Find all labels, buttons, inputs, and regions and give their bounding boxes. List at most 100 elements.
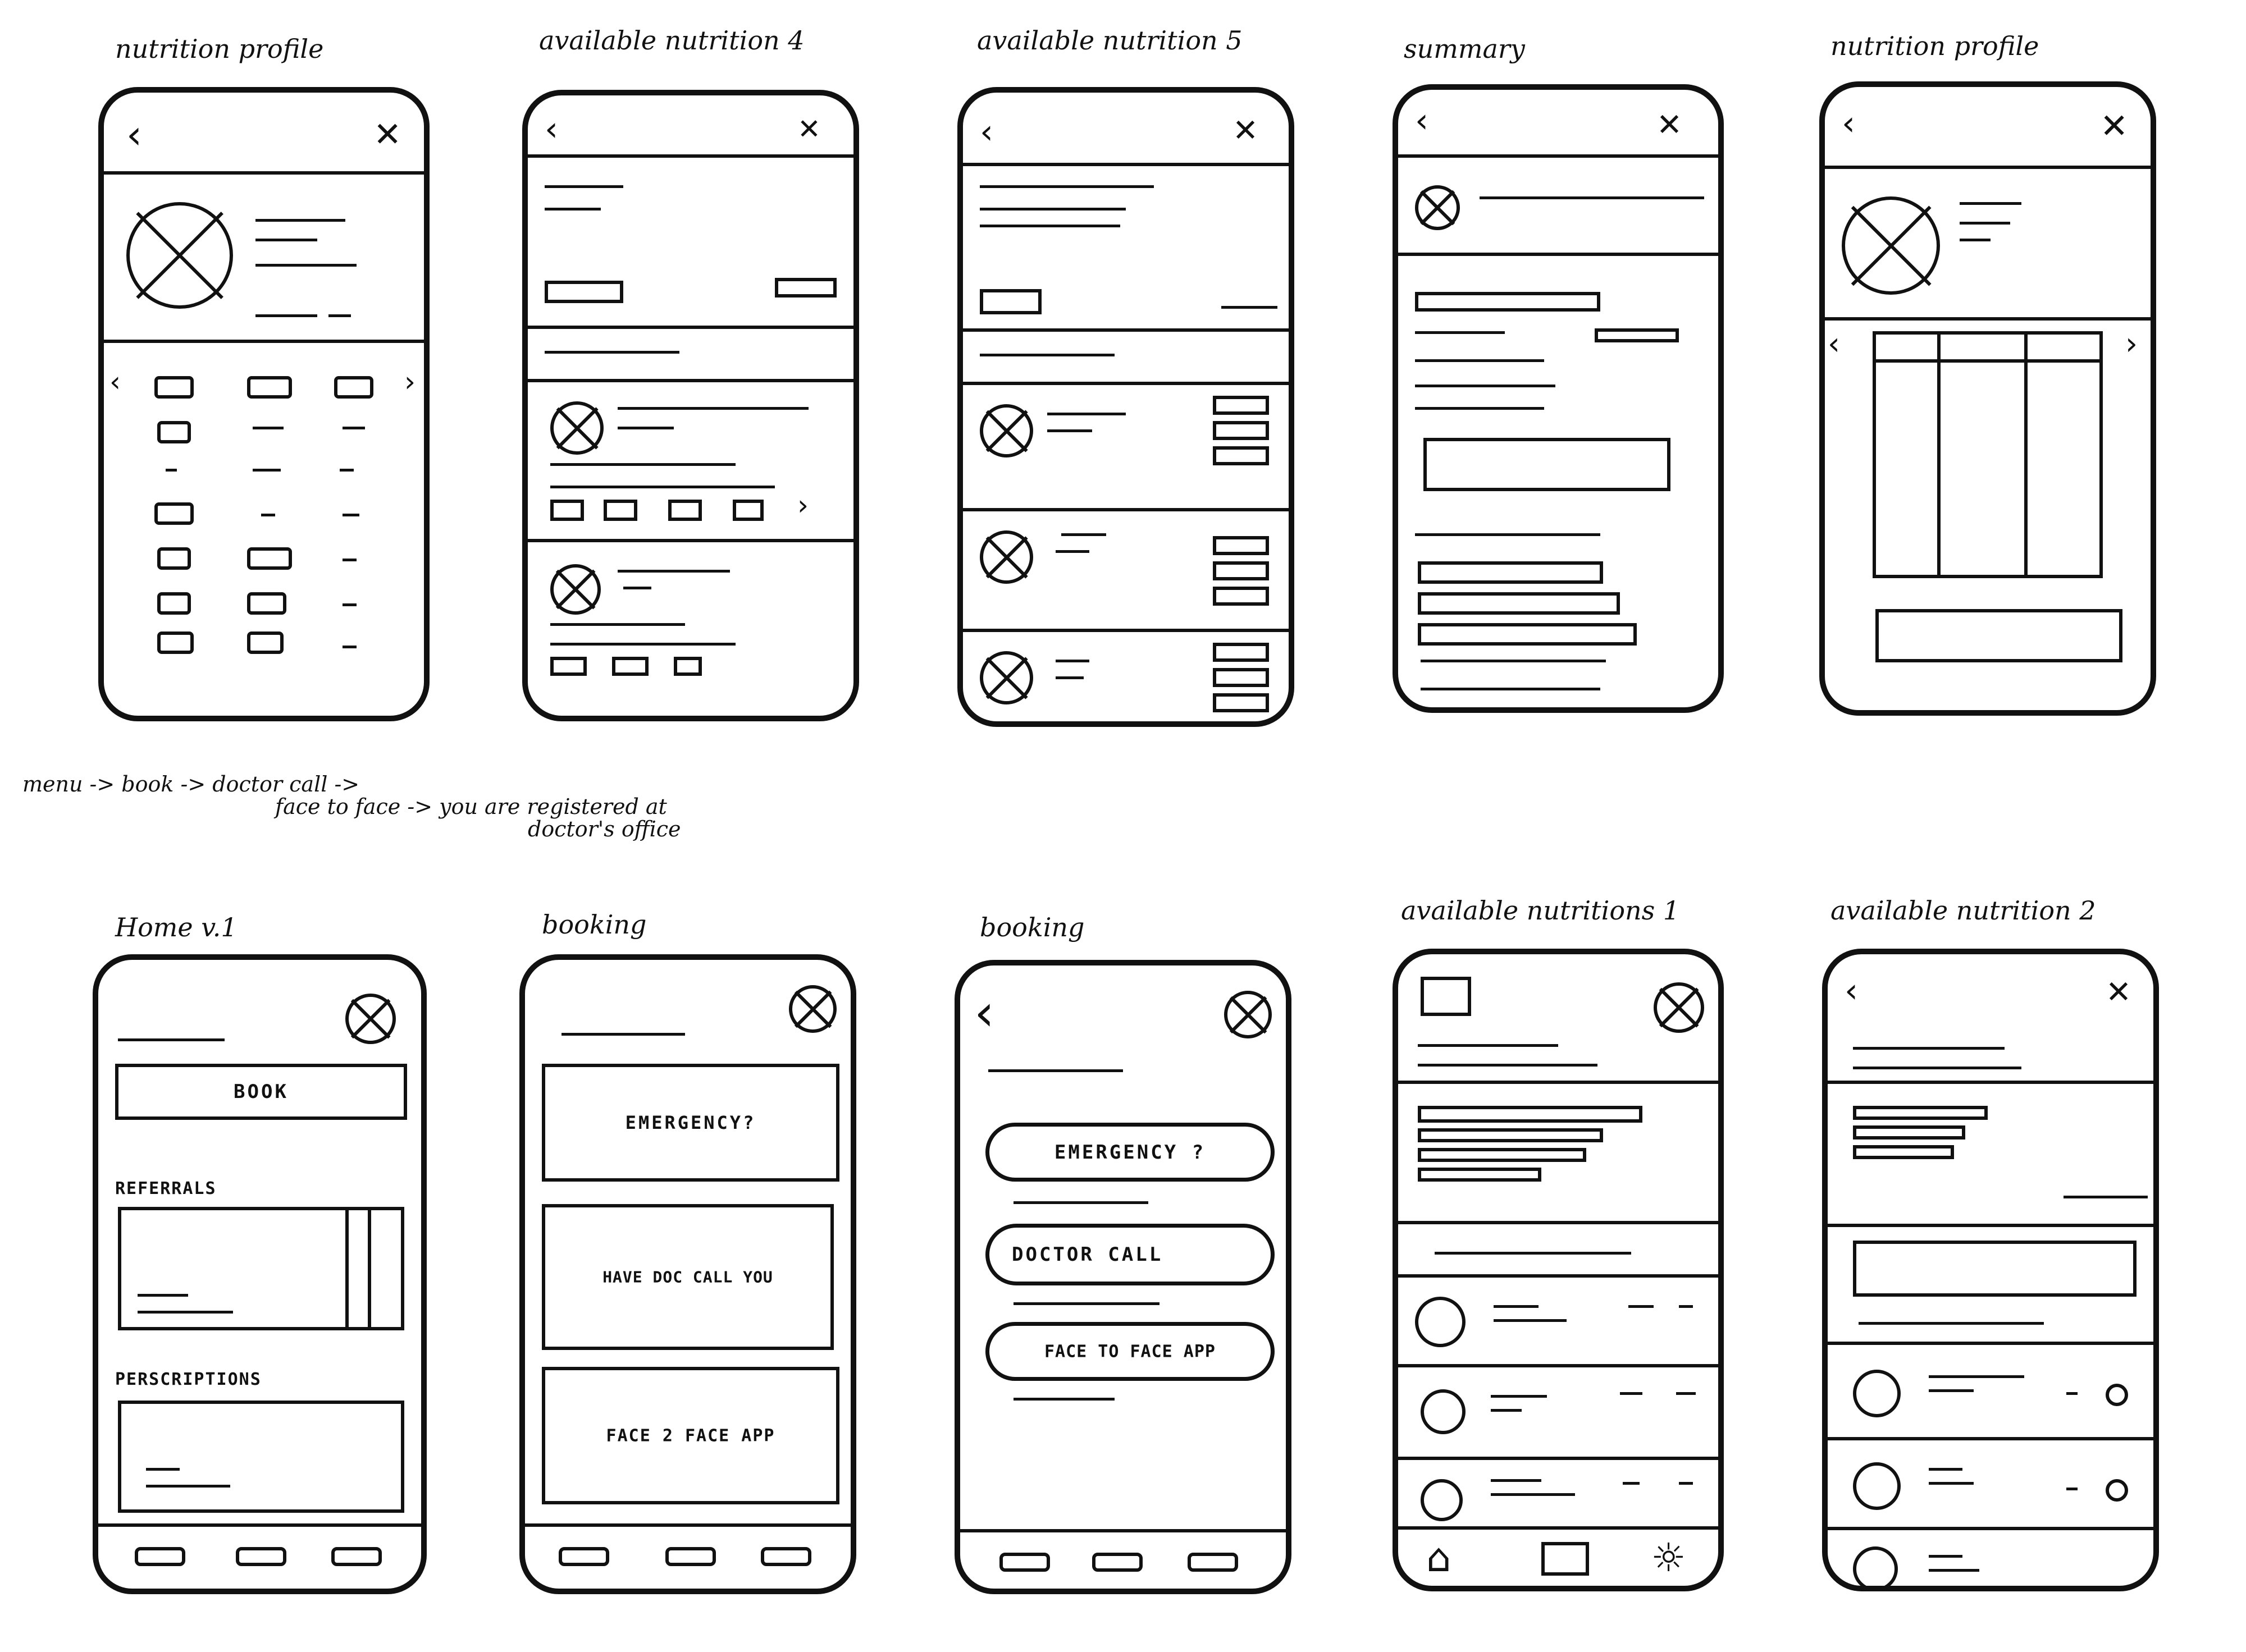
face-to-face-button[interactable]: FACE TO FACE APP — [985, 1322, 1275, 1381]
back-icon[interactable]: ‹ — [1842, 104, 1855, 143]
search-box[interactable] — [1853, 1241, 2137, 1297]
time-slot[interactable] — [154, 502, 194, 525]
time-text — [2066, 1488, 2078, 1490]
back-icon[interactable]: ‹ — [1845, 971, 1858, 1010]
divider — [1398, 1081, 1718, 1084]
nav-item-home[interactable] — [999, 1553, 1050, 1572]
nav-item-settings[interactable] — [761, 1547, 811, 1566]
nav-item-home[interactable] — [559, 1547, 609, 1566]
time-slot[interactable] — [157, 547, 191, 570]
close-icon[interactable]: ✕ — [2100, 107, 2129, 146]
back-icon[interactable]: ‹ — [974, 983, 994, 1042]
filter-chip[interactable] — [1853, 1145, 1954, 1159]
time-slot[interactable] — [154, 376, 194, 399]
time-slot[interactable] — [247, 631, 284, 654]
time-slot[interactable] — [1213, 587, 1269, 606]
time-slot[interactable] — [550, 500, 584, 521]
calendar-grid[interactable] — [1873, 331, 2103, 578]
filter-chip[interactable] — [1418, 1148, 1586, 1162]
filter-chip[interactable] — [1418, 1106, 1642, 1123]
calendar-icon[interactable] — [1421, 977, 1471, 1016]
filter-button[interactable] — [545, 281, 623, 303]
time-slot[interactable] — [1213, 536, 1269, 555]
referrals-card[interactable] — [118, 1207, 404, 1330]
doc-call-button[interactable]: HAVE DOC CALL YOU — [542, 1204, 834, 1350]
doctor-call-button[interactable]: DOCTOR CALL — [985, 1224, 1275, 1285]
next-icon[interactable]: › — [797, 489, 809, 521]
time-slot[interactable] — [1213, 668, 1269, 687]
nav-item-settings[interactable] — [331, 1547, 382, 1566]
time-slot[interactable] — [157, 421, 191, 443]
time-slot[interactable] — [157, 592, 191, 615]
prescriptions-card[interactable] — [118, 1401, 404, 1513]
book-button[interactable] — [1875, 609, 2122, 662]
caption-booking: booking — [542, 909, 647, 940]
notes-box[interactable] — [1423, 438, 1670, 491]
filter-button[interactable] — [980, 289, 1042, 314]
close-icon[interactable]: ✕ — [1232, 112, 1259, 148]
time-slot[interactable] — [247, 376, 292, 399]
profile-icon[interactable] — [789, 985, 837, 1033]
time-slot[interactable] — [1213, 693, 1269, 712]
time-slot[interactable] — [612, 657, 649, 676]
home-icon[interactable]: ⌂ — [1426, 1535, 1451, 1581]
summary-text — [1415, 407, 1544, 410]
close-icon[interactable]: ✕ — [2106, 974, 2132, 1010]
time-slot[interactable] — [1213, 421, 1269, 440]
filter-text — [545, 208, 601, 210]
prev-icon[interactable]: ‹ — [1828, 326, 1840, 361]
time-slot[interactable] — [157, 631, 194, 654]
divider — [528, 326, 853, 329]
sort-button[interactable] — [775, 278, 837, 298]
settings-icon[interactable]: ☼ — [1651, 1535, 1686, 1581]
name-text — [1929, 1468, 1962, 1471]
time-slot[interactable] — [604, 500, 637, 521]
profile-icon[interactable] — [1654, 982, 1704, 1033]
book-button[interactable]: BOOK — [115, 1064, 407, 1120]
avatar-placeholder — [550, 564, 601, 615]
emergency-button[interactable]: EMERGENCY ? — [985, 1123, 1275, 1182]
close-icon[interactable]: ✕ — [373, 115, 402, 154]
nav-item-home[interactable] — [135, 1547, 185, 1566]
back-icon[interactable]: ‹ — [1415, 101, 1428, 140]
time-text — [1623, 1482, 1640, 1485]
filter-text — [545, 185, 623, 188]
filter-chip[interactable] — [1418, 1128, 1603, 1142]
face2face-button[interactable]: FACE 2 FACE APP — [542, 1367, 839, 1504]
nav-item-calendar[interactable] — [1092, 1553, 1143, 1572]
nav-item-calendar[interactable] — [236, 1547, 286, 1566]
detail-text — [255, 239, 317, 241]
time-slot[interactable] — [668, 500, 702, 521]
time-slot[interactable] — [1213, 396, 1269, 415]
favorite-icon[interactable] — [2106, 1479, 2128, 1502]
emergency-button[interactable]: EMERGENCY? — [542, 1064, 839, 1182]
detail-text — [550, 623, 685, 626]
nav-item-settings[interactable] — [1188, 1553, 1238, 1572]
time-slot[interactable] — [334, 376, 373, 399]
prev-icon[interactable]: ‹ — [109, 365, 121, 398]
next-icon[interactable]: › — [404, 365, 416, 398]
filter-chip[interactable] — [1853, 1125, 1965, 1140]
back-icon[interactable]: ‹ — [980, 112, 993, 152]
time-slot[interactable] — [733, 500, 764, 521]
back-icon[interactable]: ‹ — [545, 109, 558, 149]
time-slot[interactable] — [1213, 561, 1269, 580]
nav-item-calendar[interactable] — [665, 1547, 716, 1566]
calendar-icon[interactable] — [1541, 1542, 1589, 1576]
close-icon[interactable]: ✕ — [797, 113, 821, 145]
time-slot[interactable] — [247, 547, 292, 570]
favorite-icon[interactable] — [2106, 1384, 2128, 1406]
profile-icon[interactable] — [1224, 991, 1272, 1038]
phone-available-nutrition-5: ‹ ✕ — [957, 87, 1294, 727]
filter-chip[interactable] — [1853, 1106, 1988, 1120]
time-slot[interactable] — [674, 657, 702, 676]
back-icon[interactable]: ‹ — [126, 112, 142, 158]
filter-chip[interactable] — [1418, 1168, 1541, 1182]
profile-icon[interactable] — [345, 994, 396, 1044]
time-slot[interactable] — [1213, 446, 1269, 465]
time-slot[interactable] — [550, 657, 587, 676]
close-icon[interactable]: ✕ — [1656, 107, 1683, 143]
time-slot[interactable] — [1213, 643, 1269, 662]
time-slot[interactable] — [247, 592, 286, 615]
next-icon[interactable]: › — [2125, 326, 2138, 361]
